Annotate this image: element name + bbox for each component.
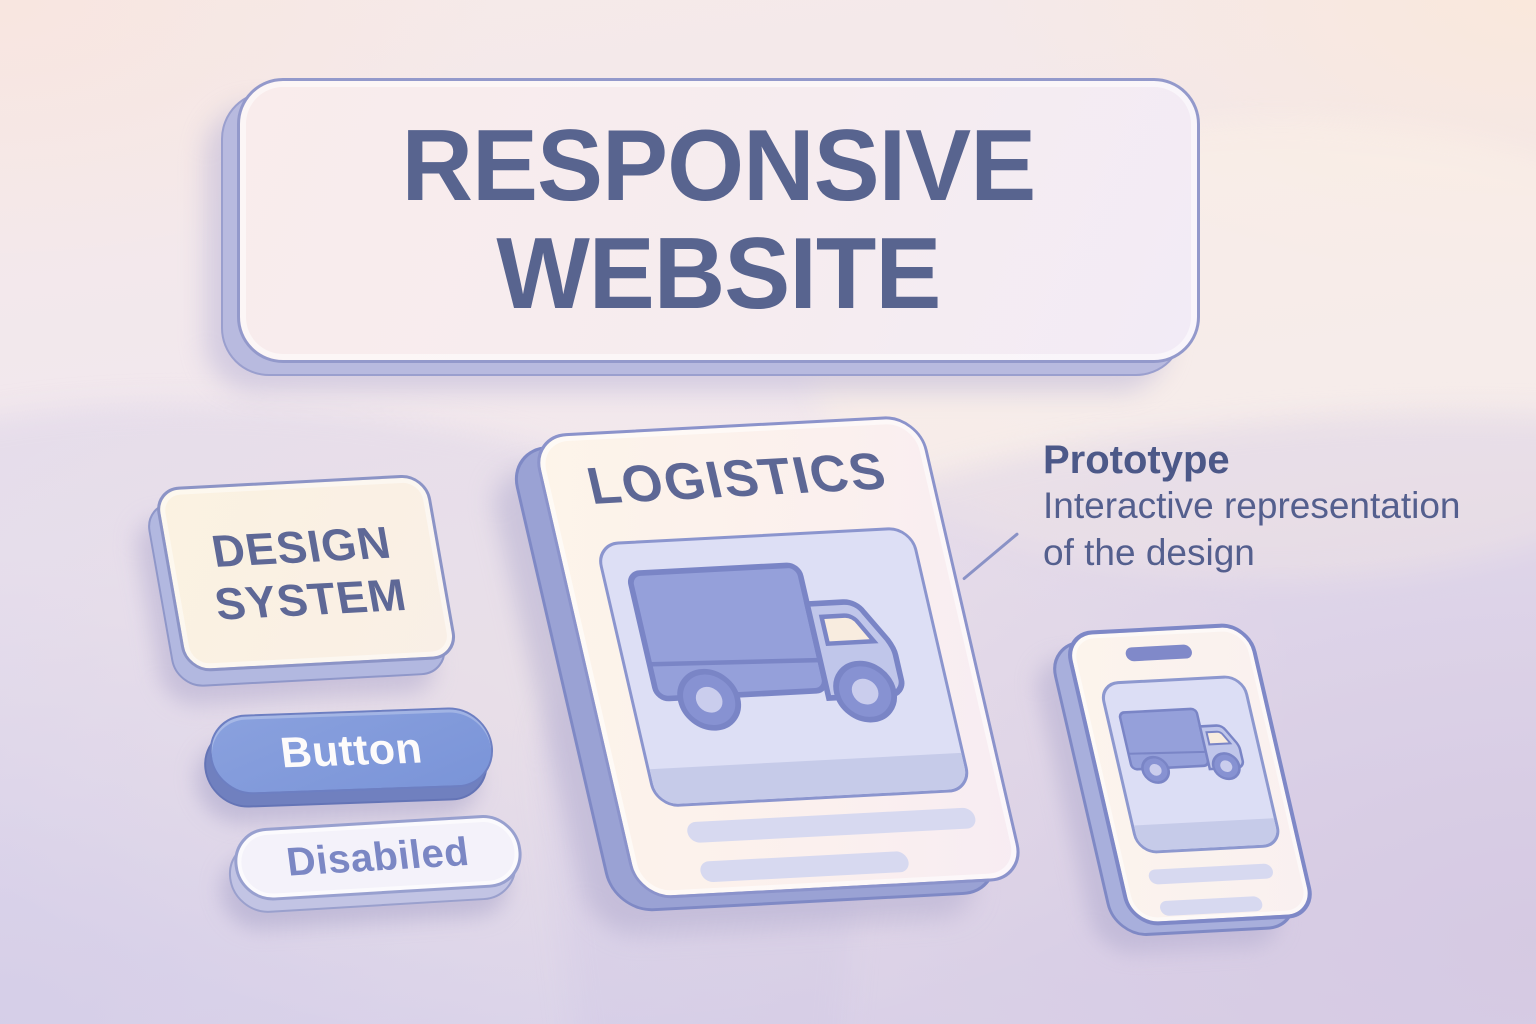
text-placeholder-bar bbox=[685, 807, 978, 844]
text-placeholder-bar bbox=[1147, 863, 1275, 885]
tablet-page-title: LOGISTICS bbox=[581, 442, 893, 516]
button-face[interactable]: Button bbox=[205, 706, 498, 796]
text-placeholder-bar bbox=[1158, 895, 1264, 917]
truck-icon bbox=[1118, 707, 1245, 784]
design-system-card: DESIGN SYSTEM bbox=[132, 473, 460, 706]
tablet-hero-image-panel bbox=[594, 526, 974, 808]
banner-face: RESPONSIVE WEBSITE bbox=[237, 78, 1200, 363]
ground-strip bbox=[649, 752, 970, 805]
tablet-mockup: LOGISTICS bbox=[485, 414, 1027, 937]
design-system-line2: SYSTEM bbox=[210, 569, 411, 630]
annotation-heading: Prototype bbox=[1043, 438, 1230, 482]
page-title-line2: WEBSITE bbox=[496, 217, 941, 330]
truck-icon bbox=[627, 562, 905, 731]
prototype-annotation: Prototype Interactive representation of … bbox=[1043, 438, 1461, 577]
design-card-face: DESIGN SYSTEM bbox=[153, 473, 460, 673]
primary-button[interactable]: Button bbox=[191, 706, 498, 825]
tablet-face: LOGISTICS bbox=[530, 414, 1027, 901]
disabled-button: Disabiled bbox=[216, 812, 526, 932]
phone-mockup bbox=[1029, 622, 1318, 955]
button-label: Button bbox=[277, 724, 425, 777]
annotation-line1: Interactive representation bbox=[1043, 485, 1461, 526]
annotation-line2: of the design bbox=[1043, 532, 1255, 574]
page-title-line1: RESPONSIVE bbox=[401, 110, 1037, 223]
ground-strip bbox=[1133, 818, 1280, 852]
responsive-website-banner: RESPONSIVE WEBSITE bbox=[205, 78, 1200, 391]
speaker-bar bbox=[1124, 644, 1194, 662]
page-title: RESPONSIVE WEBSITE bbox=[401, 110, 1037, 330]
design-system-label: DESIGN SYSTEM bbox=[201, 515, 411, 630]
disabled-button-label: Disabiled bbox=[284, 829, 472, 885]
phone-screen-panel bbox=[1097, 674, 1284, 855]
text-placeholder-bar bbox=[698, 850, 911, 883]
phone-face bbox=[1062, 622, 1318, 927]
